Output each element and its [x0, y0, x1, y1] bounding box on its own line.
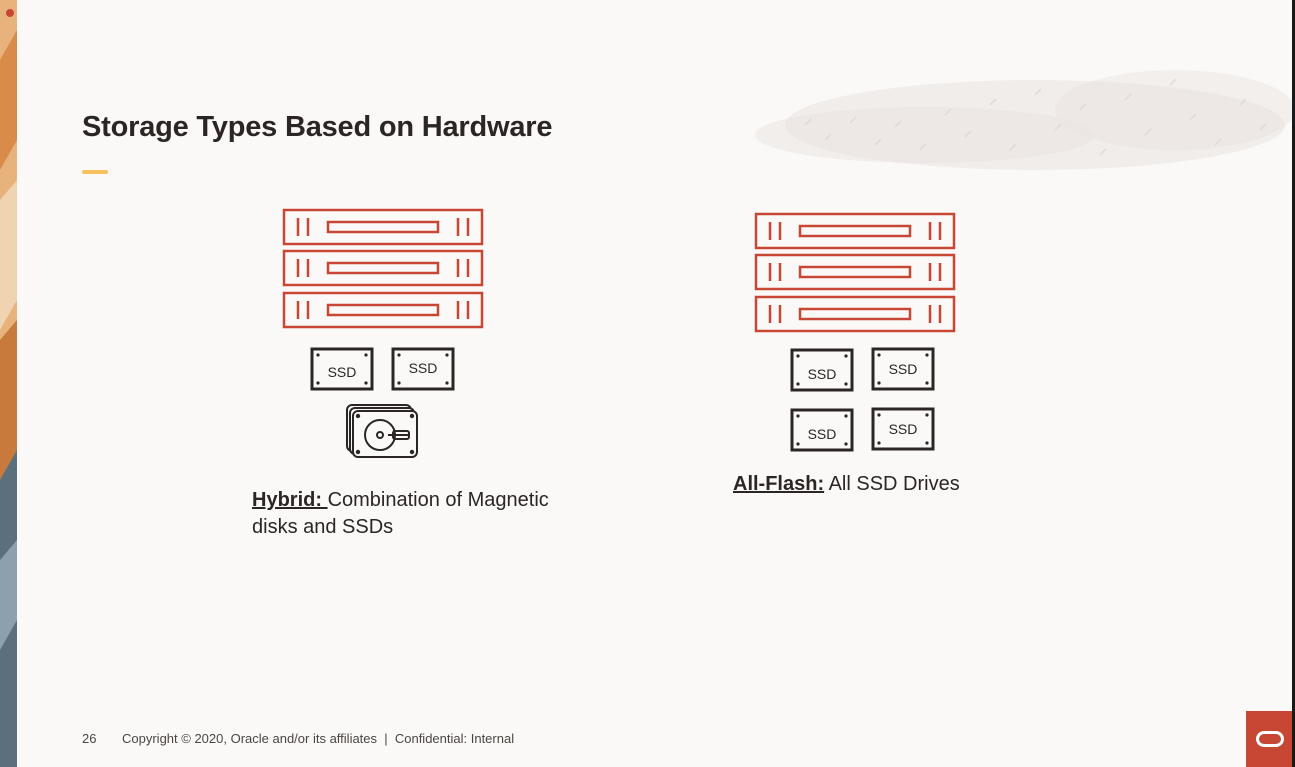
hybrid-caption: Hybrid: Combination of Magnetic disks an… — [252, 487, 549, 541]
ssd-label: SSD — [808, 426, 837, 442]
ssd-icon: SSD — [873, 349, 933, 389]
server-rack-icon — [284, 210, 482, 327]
oracle-o-shape — [1256, 731, 1284, 747]
ssd-icon: SSD — [393, 349, 453, 389]
ssd-icon: SSD — [873, 409, 933, 449]
hybrid-description-line2: disks and SSDs — [252, 516, 393, 538]
page-number: 26 — [82, 731, 96, 746]
hybrid-description-line1: Combination of Magnetic — [328, 489, 549, 511]
allflash-caption: All-Flash: All SSD Drives — [733, 471, 960, 498]
copyright-text: Copyright © 2020, Oracle and/or its affi… — [122, 731, 514, 746]
ssd-icon: SSD — [792, 410, 852, 450]
ssd-label: SSD — [409, 360, 438, 376]
ssd-label: SSD — [889, 421, 918, 437]
ssd-icon: SSD — [312, 349, 372, 389]
ssd-icon: SSD — [792, 350, 852, 390]
server-rack-icon — [756, 214, 954, 331]
ssd-label: SSD — [328, 364, 357, 380]
ssd-label: SSD — [808, 366, 837, 382]
allflash-label: All-Flash: — [733, 473, 824, 495]
oracle-logo-icon — [1246, 711, 1295, 767]
hard-disk-icon — [347, 405, 417, 457]
ssd-label: SSD — [889, 361, 918, 377]
hybrid-label: Hybrid: — [252, 489, 328, 511]
allflash-description: All SSD Drives — [824, 473, 960, 495]
